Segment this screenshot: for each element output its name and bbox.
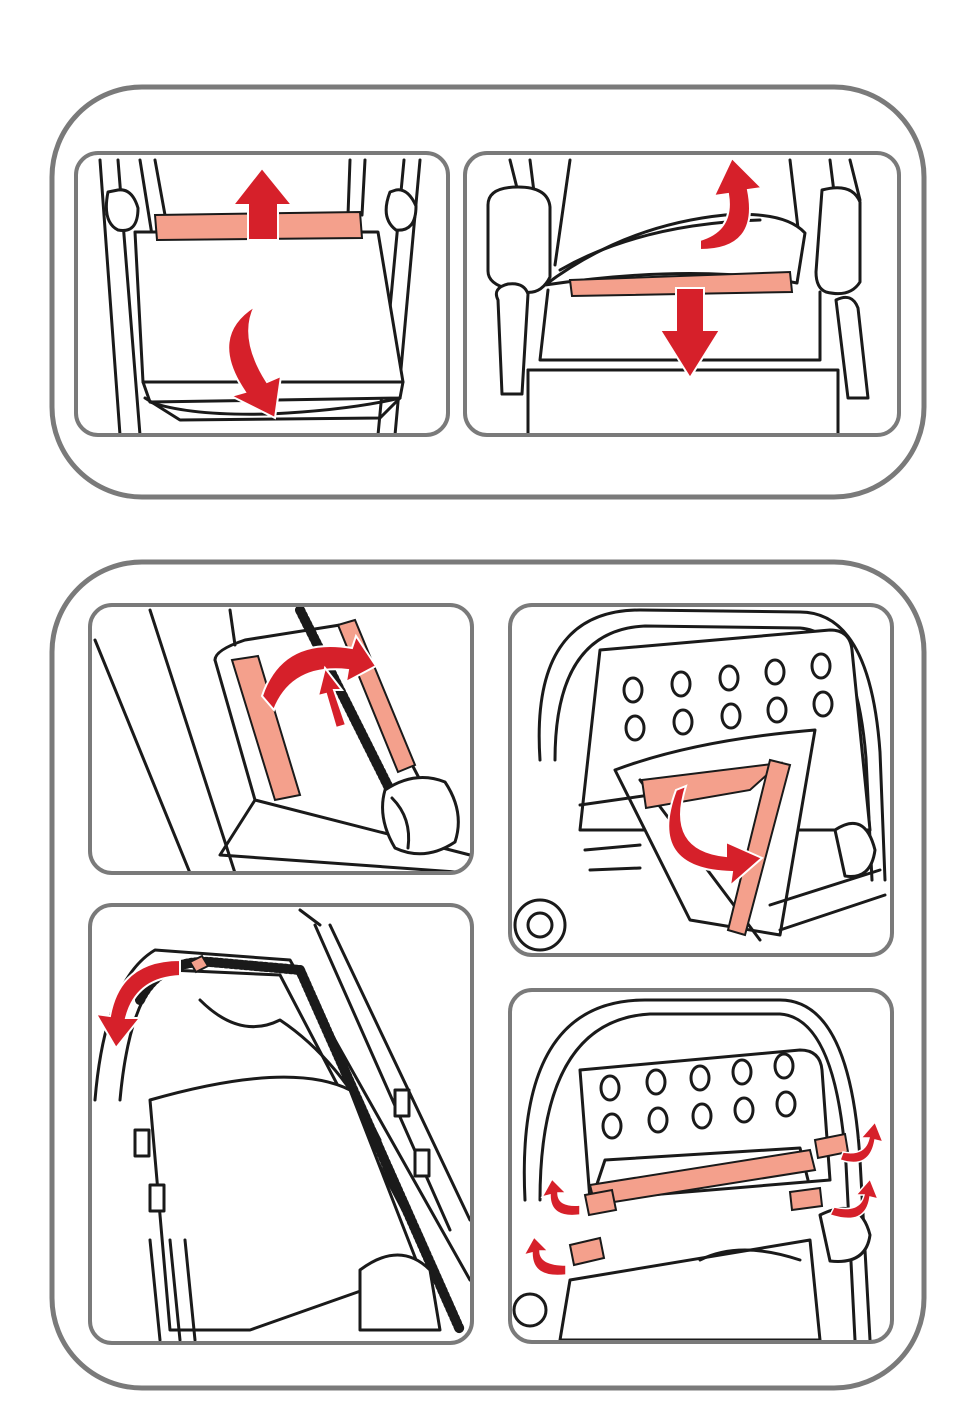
curved-arrow-icon — [94, 958, 181, 1050]
curved-arrow-icon — [227, 303, 283, 420]
curved-arrow-icon — [839, 1120, 885, 1164]
panel-basket-fold — [463, 151, 901, 437]
curved-arrow-icon — [699, 156, 765, 252]
velcro-strip-icon — [230, 654, 302, 802]
group-bottom-frame — [49, 559, 927, 1391]
panel-zipper-open-border — [88, 903, 474, 1345]
arrow-up-icon — [316, 665, 348, 730]
panel-canopy-straps — [508, 988, 894, 1344]
panel-basket-remove — [74, 151, 450, 437]
panel-basket-fold-border — [463, 151, 901, 437]
curved-arrow-icon — [667, 784, 764, 889]
panel-velcro-lift — [88, 603, 474, 875]
panel-zipper-open — [88, 903, 474, 1345]
curved-arrow-icon — [540, 1177, 581, 1217]
curved-arrow-icon — [828, 1177, 880, 1220]
group-top-frame — [49, 84, 927, 500]
panel-seat-flap-border — [508, 603, 894, 957]
panel-velcro-lift-border — [88, 603, 474, 875]
velcro-strip-icon — [568, 1236, 606, 1267]
arrow-down-icon — [658, 287, 722, 380]
panel-seat-flap — [508, 603, 894, 957]
velcro-strip-icon — [336, 618, 417, 774]
curved-arrow-icon — [260, 633, 378, 712]
arrow-up-icon — [230, 166, 295, 241]
zipper-icon — [188, 954, 210, 974]
velcro-strip-icon — [568, 270, 794, 298]
panel-canopy-straps-border — [508, 988, 894, 1344]
velcro-strip-icon — [788, 1186, 824, 1212]
panel-basket-remove-border — [74, 151, 450, 437]
velcro-strip-icon — [583, 1188, 618, 1217]
curved-arrow-icon — [522, 1235, 567, 1277]
